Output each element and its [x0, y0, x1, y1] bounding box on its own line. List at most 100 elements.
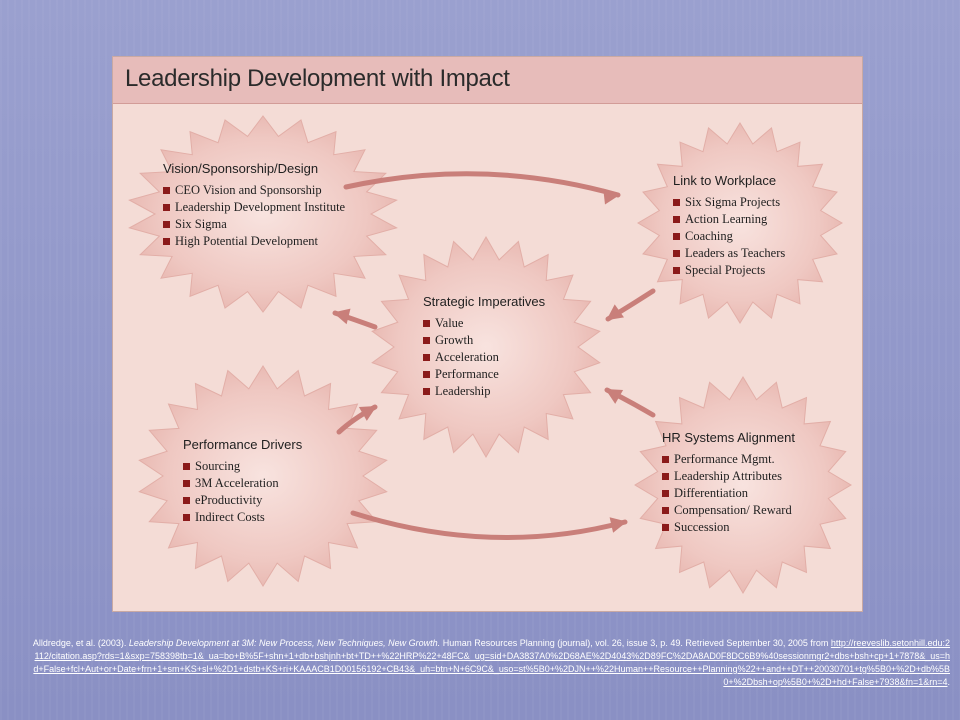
list-item: Leadership — [423, 383, 563, 400]
item-text: Leadership Attributes — [674, 469, 782, 483]
item-text: Coaching — [685, 229, 733, 243]
item-text: Six Sigma Projects — [685, 195, 781, 209]
box-heading: Performance Drivers — [183, 437, 303, 452]
citation-end: . — [947, 677, 950, 687]
strategic-list: Value Growth Acceleration Performance Le… — [423, 315, 563, 400]
bullet-icon — [662, 490, 669, 497]
bullet-icon — [423, 354, 430, 361]
bullet-icon — [163, 204, 170, 211]
strategic-burst — [371, 235, 601, 459]
list-item: Coaching — [673, 228, 813, 245]
item-text: 3M Acceleration — [195, 476, 279, 490]
item-text: Special Projects — [685, 263, 766, 277]
bullet-icon — [673, 267, 680, 274]
bullet-icon — [423, 337, 430, 344]
bullet-icon — [183, 463, 190, 470]
performance-drivers-box: Performance Drivers Sourcing 3M Accelera… — [183, 437, 343, 526]
citation-details: Human Resources Planning (journal), vol.… — [440, 638, 831, 648]
list-item: Leadership Development Institute — [163, 199, 353, 216]
arrow-workplace-to-strategic — [605, 288, 656, 322]
drivers-list: Sourcing 3M Acceleration eProductivity I… — [183, 458, 343, 526]
bullet-icon — [183, 514, 190, 521]
list-item: Differentiation — [662, 485, 832, 502]
item-text: Leaders as Teachers — [685, 246, 786, 260]
citation-title: Leadership Development at 3M: New Proces… — [128, 638, 441, 648]
list-item: Performance — [423, 366, 563, 383]
list-item: Succession — [662, 519, 832, 536]
drivers-burst — [138, 365, 388, 587]
bullet-icon — [163, 221, 170, 228]
item-text: Sourcing — [195, 459, 241, 473]
item-text: High Potential Development — [175, 234, 319, 248]
title-bar: Leadership Development with Impact — [113, 57, 862, 104]
hr-burst — [634, 376, 852, 594]
bullet-icon — [673, 216, 680, 223]
item-text: Indirect Costs — [195, 510, 265, 524]
bullet-icon — [662, 524, 669, 531]
list-item: Acceleration — [423, 349, 563, 366]
bullet-icon — [662, 456, 669, 463]
box-heading: Link to Workplace — [673, 173, 777, 188]
vision-sponsorship-design-box: Vision/Sponsorship/Design CEO Vision and… — [163, 161, 353, 250]
slide-image: Leadership Development with Impact Visio… — [112, 56, 863, 612]
bullet-icon — [673, 233, 680, 240]
vision-list: CEO Vision and Sponsorship Leadership De… — [163, 182, 353, 250]
bullet-icon — [662, 473, 669, 480]
list-item: Six Sigma — [163, 216, 353, 233]
item-text: Growth — [435, 333, 474, 347]
arrow-vision-to-workplace — [343, 171, 621, 205]
item-text: Leadership Development Institute — [175, 200, 346, 214]
citation-link[interactable]: http://reeveslib.setonhill.edu:2112/cita… — [33, 638, 950, 687]
bullet-icon — [423, 388, 430, 395]
box-heading: HR Systems Alignment — [662, 430, 795, 445]
bullet-icon — [183, 480, 190, 487]
list-item: Growth — [423, 332, 563, 349]
item-text: Differentiation — [674, 486, 749, 500]
list-item: Performance Mgmt. — [662, 451, 832, 468]
list-item: Six Sigma Projects — [673, 194, 813, 211]
vision-burst — [128, 115, 398, 313]
slide-title: Leadership Development with Impact — [125, 65, 510, 92]
item-text: Performance Mgmt. — [674, 452, 775, 466]
citation-text: Alldredge, et al. (2003). Leadership Dev… — [32, 637, 950, 689]
bullet-icon — [673, 199, 680, 206]
item-text: Performance — [435, 367, 499, 381]
citation-authors: Alldredge, et al. (2003). — [32, 638, 129, 648]
list-item: High Potential Development — [163, 233, 353, 250]
bullet-icon — [673, 250, 680, 257]
bullet-icon — [163, 187, 170, 194]
bullet-icon — [423, 320, 430, 327]
list-item: eProductivity — [183, 492, 343, 509]
item-text: Acceleration — [435, 350, 499, 364]
bullet-icon — [163, 238, 170, 245]
item-text: Value — [435, 316, 464, 330]
bullet-icon — [423, 371, 430, 378]
list-item: Leadership Attributes — [662, 468, 832, 485]
list-item: Indirect Costs — [183, 509, 343, 526]
list-item: 3M Acceleration — [183, 475, 343, 492]
item-text: Action Learning — [685, 212, 768, 226]
diagram-graphics — [128, 115, 852, 594]
arrow-hr-to-strategic — [604, 387, 656, 418]
workplace-burst — [637, 122, 843, 324]
item-text: CEO Vision and Sponsorship — [175, 183, 322, 197]
bullet-icon — [183, 497, 190, 504]
list-item: Compensation/ Reward — [662, 502, 832, 519]
list-item: Value — [423, 315, 563, 332]
item-text: Leadership — [435, 384, 491, 398]
hr-list: Performance Mgmt. Leadership Attributes … — [662, 451, 832, 536]
item-text: Compensation/ Reward — [674, 503, 792, 517]
list-item: Sourcing — [183, 458, 343, 475]
box-heading: Vision/Sponsorship/Design — [163, 161, 319, 176]
list-item: Special Projects — [673, 262, 813, 279]
bullet-icon — [662, 507, 669, 514]
item-text: Six Sigma — [175, 217, 227, 231]
item-text: Succession — [674, 520, 730, 534]
workplace-list: Six Sigma Projects Action Learning Coach… — [673, 194, 813, 279]
list-item: Action Learning — [673, 211, 813, 228]
strategic-imperatives-box: Strategic Imperatives Value Growth Accel… — [423, 294, 563, 400]
arrow-drivers-to-strategic — [336, 404, 378, 435]
link-to-workplace-box: Link to Workplace Six Sigma Projects Act… — [673, 173, 813, 279]
item-text: eProductivity — [195, 493, 263, 507]
box-heading: Strategic Imperatives — [423, 294, 546, 309]
